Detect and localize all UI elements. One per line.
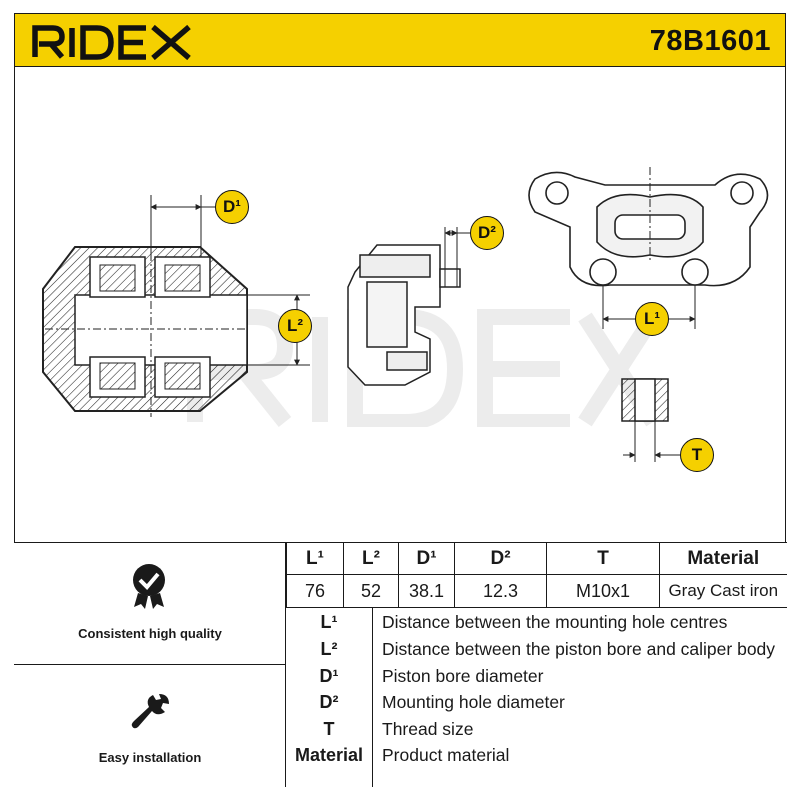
feature-quality-label: Consistent high quality [78,626,222,641]
callout-t: T [680,438,714,472]
legend-desc: Distance between the mounting hole centr… [382,612,728,632]
legend-desc: Product material [382,745,510,765]
callout-d2: D² [470,216,504,250]
callout-t-label: T [691,445,703,464]
spec-value-material: Gray Cast iron [659,574,787,608]
spec-header-l1: L¹ [286,542,344,575]
legend-desc: Thread size [382,719,474,739]
legend-row: D¹ Piston bore diameter [286,663,786,690]
spec-value-row: 76 52 38.1 12.3 M10x1 Gray Cast iron [286,574,787,608]
spec-value-l1: 76 [286,574,344,608]
spec-header-l2: L² [343,542,399,575]
feature-installation-label: Easy installation [98,750,202,765]
spec-value-l2: 52 [343,574,399,608]
legend-key: Material [294,745,364,765]
quality-badge-icon [133,564,165,609]
spec-value-d2: 12.3 [454,574,547,608]
ridex-watermark [187,309,655,427]
legend-key: D² [319,692,339,712]
legend-desc: Mounting hole diameter [382,692,565,712]
spec-header-material: Material [659,542,787,575]
legend-key: D¹ [319,666,339,686]
legend: L¹ Distance between the mounting hole ce… [286,607,786,787]
wrench-icon [131,694,169,729]
spec-value-d1: 38.1 [398,574,455,608]
technical-drawing: D¹ D² L² L¹ T [14,67,786,542]
spec-table: L¹ L² D¹ D² T Material 76 52 38.1 12.3 M… [286,542,787,608]
callout-l2-label: L² [286,316,304,335]
legend-row: L¹ Distance between the mounting hole ce… [286,609,786,636]
caliper-section-view [42,167,769,462]
spec-header-row: L¹ L² D¹ D² T Material [286,542,787,575]
callout-d1-label: D¹ [223,197,241,216]
legend-desc: Distance between the piston bore and cal… [382,639,776,659]
legend-desc: Piston bore diameter [382,666,544,686]
spec-section: Consistent high quality Easy installatio… [14,542,787,787]
feature-quality: Consistent high quality [14,543,286,665]
spec-header-d2: D² [454,542,547,575]
callout-l2: L² [278,309,312,343]
legend-key: L¹ [320,612,338,632]
callout-d2-label: D² [478,223,496,242]
callout-l1-label: L¹ [643,309,661,328]
features-column: Consistent high quality Easy installatio… [14,542,286,787]
part-number: 78B1601 [649,25,771,57]
legend-row: T Thread size [286,716,786,743]
callout-l1: L¹ [635,302,669,336]
spec-header-d1: D¹ [398,542,455,575]
legend-row: L² Distance between the piston bore and … [286,636,786,663]
header-bar: 78B1601 [14,13,786,67]
feature-installation: Easy installation [14,665,286,788]
legend-divider [372,607,373,787]
legend-key: L² [320,639,338,659]
ridex-logo [32,24,191,60]
legend-row: D² Mounting hole diameter [286,689,786,716]
callout-d1: D¹ [215,190,249,224]
legend-row: Material Product material [286,742,786,769]
legend-key: T [323,719,335,739]
spec-header-t: T [546,542,660,575]
spec-value-t: M10x1 [546,574,660,608]
